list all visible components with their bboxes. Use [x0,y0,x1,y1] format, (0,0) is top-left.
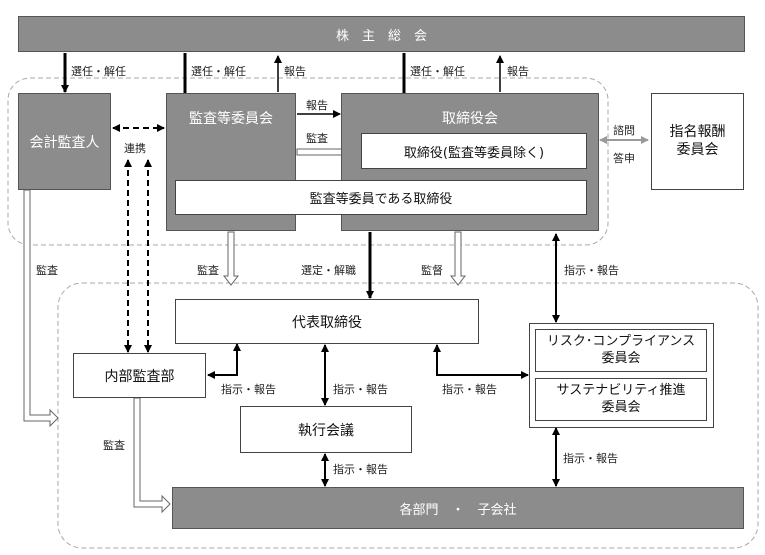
label-instruct-report-6: 指示・報告 [563,452,618,465]
directors-excluding-label: 取締役(監査等委員除く) [403,145,545,161]
label-reply: 答申 [613,152,635,165]
label-audit-2: 監査 [36,264,58,277]
label-elect-dismiss-3: 選任・解任 [410,65,465,78]
sustainability-committee-label: サステナビリティ推進 委員会 [556,383,686,415]
label-audit-1: 監査 [306,132,328,145]
label-audit-4: 監査 [103,439,125,452]
label-report-2: 報告 [507,65,529,78]
label-instruct-report-4: 指示・報告 [442,383,497,396]
audit-committee-label: 監査等委員会 [189,111,273,127]
label-select-dismiss: 選定・解職 [301,264,356,277]
nomination-committee-label: 指名報酬 委員会 [669,124,726,158]
label-audit-3: 監査 [197,264,219,277]
accounting-auditor-label: 会計監査人 [29,134,100,151]
representative-director: 代表取締役 [175,299,479,344]
label-instruct-report-2: 指示・報告 [221,383,276,396]
label-instruct-report-3: 指示・報告 [333,383,388,396]
internal-audit-dept: 内部監査部 [73,353,206,398]
shareholders-meeting-label: 株 主 総 会 [335,28,427,44]
sustainability-committee: サステナビリティ推進 委員会 [535,378,707,421]
label-elect-dismiss-2: 選任・解任 [191,65,246,78]
hollow-arrow-internal-depts [133,397,171,514]
label-cooperation: 連携 [124,142,146,155]
shareholders-meeting: 株 主 総 会 [18,16,745,52]
label-elect-dismiss-1: 選任・解任 [71,65,126,78]
label-report-3: 報告 [306,99,328,112]
arrow-rep-committees [433,344,529,379]
internal-audit-label: 内部監査部 [104,368,175,385]
label-instruct-report-1: 指示・報告 [564,264,619,277]
departments-label: 各部門 ・ 子会社 [399,502,517,518]
hollow-arrow-audit-down [222,231,240,286]
board-of-directors-label: 取締役会 [442,111,498,127]
directors-excluding-audit-members: 取締役(監査等委員除く) [361,133,587,169]
departments-subsidiaries: 各部門 ・ 子会社 [172,487,744,529]
executive-meeting-label: 執行会議 [298,422,354,439]
audit-member-directors: 監査等委員である取締役 [175,180,587,215]
label-instruct-report-5: 指示・報告 [333,463,388,476]
label-consult: 諮問 [613,124,635,137]
arrow-rep-internal [207,343,241,379]
nomination-remuneration-committee: 指名報酬 委員会 [651,93,744,190]
audit-member-directors-label: 監査等委員である取締役 [309,192,453,207]
governance-group-outline [7,77,609,246]
hollow-arrow-auditor-path [23,189,59,428]
label-supervise: 監督 [421,264,443,277]
risk-committee-label: リスク･コンプライアンス 委員会 [546,334,696,366]
risk-compliance-committee: リスク･コンプライアンス 委員会 [535,329,707,372]
accounting-auditor: 会計監査人 [18,93,111,190]
label-report-1: 報告 [284,65,306,78]
representative-director-label: 代表取締役 [292,314,362,331]
hollow-arrow-supervise [449,231,467,286]
executive-meeting: 執行会議 [240,406,412,453]
